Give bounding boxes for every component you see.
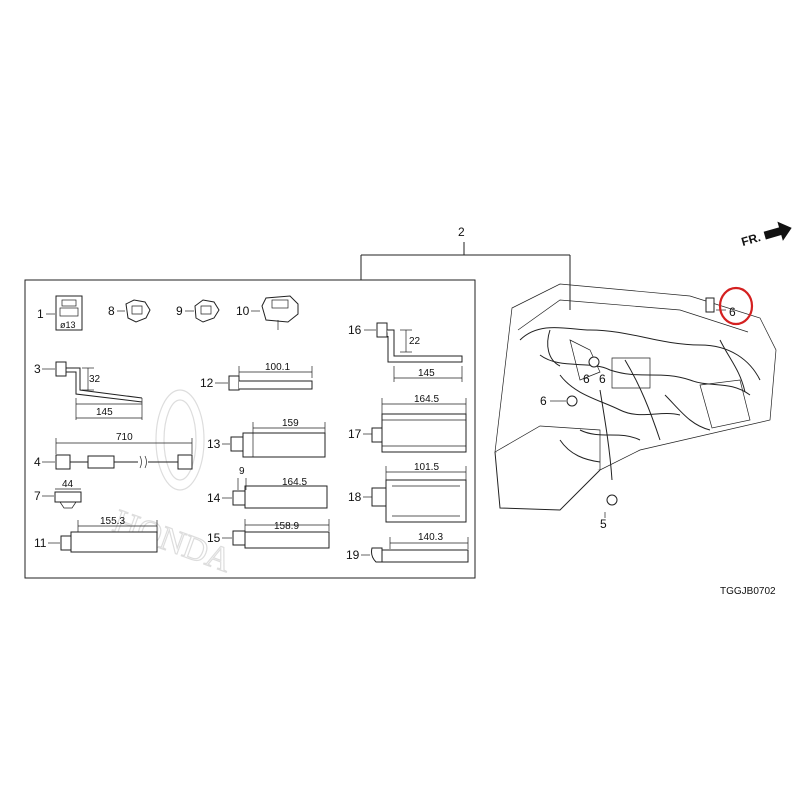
dim-16-height: 22 xyxy=(409,336,421,347)
callout-2: 2 xyxy=(458,225,465,239)
callout-6-left: 6 xyxy=(540,394,547,408)
part-10: 10 xyxy=(236,295,299,330)
callout-8: 8 xyxy=(108,304,115,318)
dim-16-length: 145 xyxy=(418,368,435,379)
assembly-callouts: 6 6 6 5 6 xyxy=(540,286,754,531)
part-7: 7 44 xyxy=(34,479,82,509)
callout-12: 12 xyxy=(200,376,214,390)
part-8: 8 xyxy=(108,299,151,323)
part-14: 14 9 164.5 xyxy=(207,466,328,509)
callout-6-highlighted: 6 xyxy=(729,305,736,319)
dim-18-length: 101.5 xyxy=(414,462,439,473)
part-12: 12 100.1 xyxy=(200,362,313,391)
callout-6-upper: 6 xyxy=(583,372,590,386)
callout-13: 13 xyxy=(207,437,221,451)
callout-5: 5 xyxy=(600,517,607,531)
front-direction-indicator: FR. xyxy=(740,221,792,249)
part-1: 1 ø13 xyxy=(37,295,83,331)
group-bracket: 2 xyxy=(360,225,571,310)
dim-17-length: 164.5 xyxy=(414,394,439,405)
callout-11: 11 xyxy=(34,536,47,550)
callout-1: 1 xyxy=(37,307,44,321)
dim-13-length: 159 xyxy=(282,418,299,429)
dim-3-length: 145 xyxy=(96,407,113,418)
callout-16: 16 xyxy=(348,323,362,337)
dim-3-height: 32 xyxy=(89,374,101,385)
callout-17: 17 xyxy=(348,427,362,441)
callout-3: 3 xyxy=(34,362,41,376)
callout-19: 19 xyxy=(346,548,360,562)
dim-14-gap: 9 xyxy=(239,466,245,477)
highlight-circle xyxy=(718,286,754,326)
part-18: 18 101.5 xyxy=(348,462,467,523)
parts-box xyxy=(24,279,476,579)
callout-10: 10 xyxy=(236,304,250,318)
callout-9: 9 xyxy=(176,304,183,318)
part-9: 9 xyxy=(176,299,220,323)
part-19: 19 140.3 xyxy=(346,532,469,563)
dim-15-length: 158.9 xyxy=(274,521,299,532)
part-4: 4 710 xyxy=(34,432,193,470)
dim-11-length: 155.3 xyxy=(100,516,125,527)
callout-14: 14 xyxy=(207,491,221,505)
diagram-code: TGGJB0702 xyxy=(720,586,776,597)
dim-1-inner: ø13 xyxy=(60,320,76,330)
callout-18: 18 xyxy=(348,490,362,504)
part-17: 17 164.5 xyxy=(348,394,467,453)
callout-7: 7 xyxy=(34,489,41,503)
part-16: 16 22 145 xyxy=(348,322,463,382)
part-15: 15 158.9 xyxy=(207,519,330,549)
dim-7-length: 44 xyxy=(62,479,74,490)
dim-12-length: 100.1 xyxy=(265,362,290,373)
dashboard-harness-assembly xyxy=(494,283,777,511)
callout-15: 15 xyxy=(207,531,221,545)
front-label: FR. xyxy=(740,230,762,249)
dim-14-length: 164.5 xyxy=(282,477,307,488)
part-3: 3 32 145 xyxy=(34,361,143,420)
part-13: 13 159 xyxy=(207,418,326,458)
dim-19-length: 140.3 xyxy=(418,532,443,543)
dim-4-length: 710 xyxy=(116,432,133,443)
callout-6-middle: 6 xyxy=(599,372,606,386)
front-arrow-icon xyxy=(763,221,792,241)
part-11: 11 155.3 xyxy=(34,516,158,553)
callout-4: 4 xyxy=(34,455,41,469)
